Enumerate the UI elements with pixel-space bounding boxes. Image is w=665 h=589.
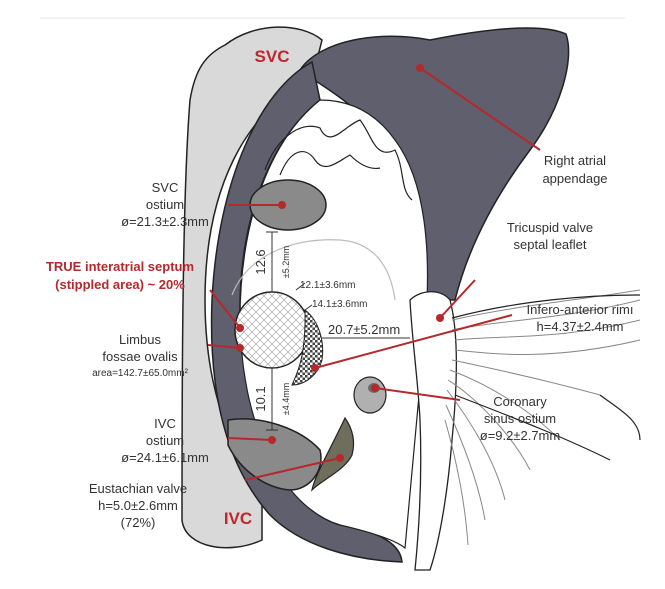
svc-ostium-label-2: ostium xyxy=(146,197,184,212)
ventricular-structure xyxy=(444,289,641,546)
eustachian-label-2: h=5.0±2.6mm xyxy=(98,498,178,513)
true-septum-label-1: TRUE interatrial septum xyxy=(46,259,194,274)
ivc-label: IVC xyxy=(224,509,252,528)
limbus-label-1: Limbus xyxy=(119,332,161,347)
eustachian-label-3: (72%) xyxy=(121,515,156,530)
fossa-ovalis-stippled xyxy=(234,291,310,369)
measure-right-lower: 14.1±3.6mm xyxy=(312,299,368,310)
measure-bottom-main: 10.1 xyxy=(253,386,268,411)
raa-label-line2: appendage xyxy=(542,171,607,186)
ivc-ostium-label-2: ostium xyxy=(146,433,184,448)
infero-rim-label-1: Infero-anterior rimı xyxy=(527,302,634,317)
pectinate-muscles xyxy=(264,119,413,201)
leader-dots xyxy=(236,64,444,462)
measure-top-main: 12.6 xyxy=(253,249,268,274)
tricuspid-label-1: Tricuspid valve xyxy=(507,220,593,235)
infero-rim-label-2: h=4.37±2.4mm xyxy=(537,319,624,334)
measure-top-sd: ±5.2mm xyxy=(281,246,291,278)
svc-label: SVC xyxy=(255,47,290,66)
fossa-arc xyxy=(231,239,396,301)
dimension-lines xyxy=(266,231,410,431)
tricuspid-label-2: septal leaflet xyxy=(514,237,587,252)
coronary-sinus-label-2: sinus ostium xyxy=(484,411,556,426)
measure-bottom-sd: ±4.4mm xyxy=(281,383,291,415)
ivc-ostium-label-1: IVC xyxy=(154,416,176,431)
measure-right-upper: 12.1±3.6mm xyxy=(300,280,356,291)
measure-horizontal: 20.7±5.2mm xyxy=(328,322,400,337)
coronary-sinus-label-1: Coronary xyxy=(493,394,547,409)
svc-ostium-label-1: SVC xyxy=(152,180,179,195)
limbus-label-3: area=142.7±65.0mm² xyxy=(92,368,188,379)
ivc-ostium-label-3: ø=24.1±6.1mm xyxy=(121,450,209,465)
raa-label-line1: Right atrial xyxy=(544,153,606,168)
ivc-ostium xyxy=(227,418,322,491)
coronary-sinus-ostium xyxy=(353,376,387,414)
coronary-sinus-label-3: ø=9.2±2.7mm xyxy=(480,428,560,443)
eustachian-valve xyxy=(311,416,355,492)
limbus-label-2: fossae ovalis xyxy=(102,349,178,364)
ventricular-outline xyxy=(451,294,641,461)
tricuspid-septal-leaflet xyxy=(409,291,457,571)
svc-ostium-label-3: ø=21.3±2.3mm xyxy=(121,214,209,229)
eustachian-label-1: Eustachian valve xyxy=(89,481,187,496)
leader-lines xyxy=(207,67,541,481)
true-septum-label-2: (stippled area) ~ 20% xyxy=(55,277,185,292)
